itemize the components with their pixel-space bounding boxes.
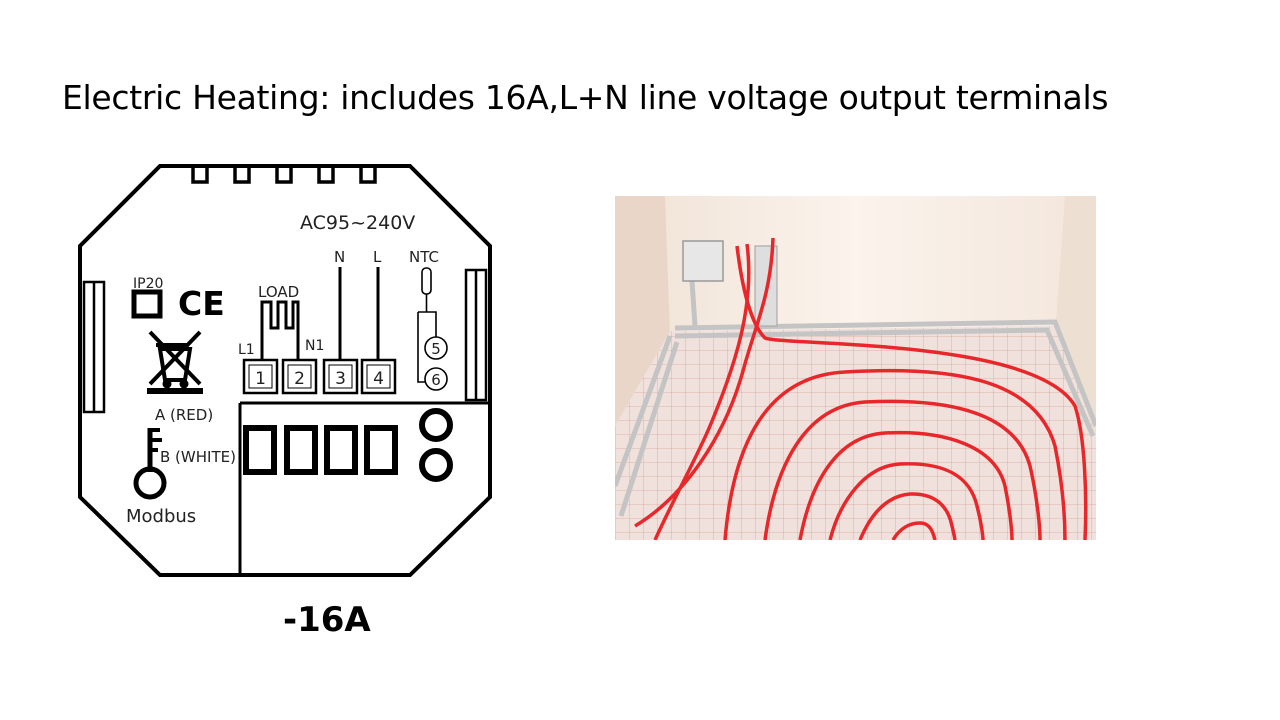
modbus-b-label: B (WHITE) [160,448,236,466]
load-heater-icon [260,300,300,360]
modbus-a-label: A (RED) [155,406,213,424]
ntc-terminal-6: 6 [431,371,441,389]
terminal-block [242,358,397,395]
weee-bin-icon [147,330,203,394]
modbus-label: Modbus [126,506,196,527]
ntc-terminal-5: 5 [431,340,441,358]
ntc-label: NTC [409,248,439,266]
ip20-label: IP20 [133,276,163,292]
load-label: LOAD [258,283,299,301]
class-ii-icon [131,289,163,319]
floor-heating-photo [615,196,1096,540]
lower-round-terminals [419,408,453,482]
slide-title: Electric Heating: includes 16A,L+N line … [62,78,1109,117]
right-clip [464,268,488,402]
wiring-diagram: AC95~240V N L NTC 5 6 LOAD L1 N1 1 2 3 4 [78,164,492,577]
ce-mark: CE [178,284,225,323]
terminal-2: 2 [294,369,305,389]
n1-label: N1 [305,338,324,354]
heating-cable [634,237,1088,540]
thermostat-housing [78,164,492,577]
current-rating-label: -16A [283,600,371,640]
modbus-connector-icon [133,428,167,500]
top-tabs [191,168,377,184]
n-label: N [334,248,345,266]
relay-blocks [243,425,398,475]
left-clip [82,280,106,414]
ntc-sensor [417,267,437,383]
terminal-3: 3 [335,369,346,389]
floor-mesh [615,326,1096,540]
l1-label: L1 [238,342,255,358]
terminal-1: 1 [255,369,266,389]
terminal-4: 4 [373,369,384,389]
l-label: L [373,248,382,266]
voltage-label: AC95~240V [300,212,415,234]
